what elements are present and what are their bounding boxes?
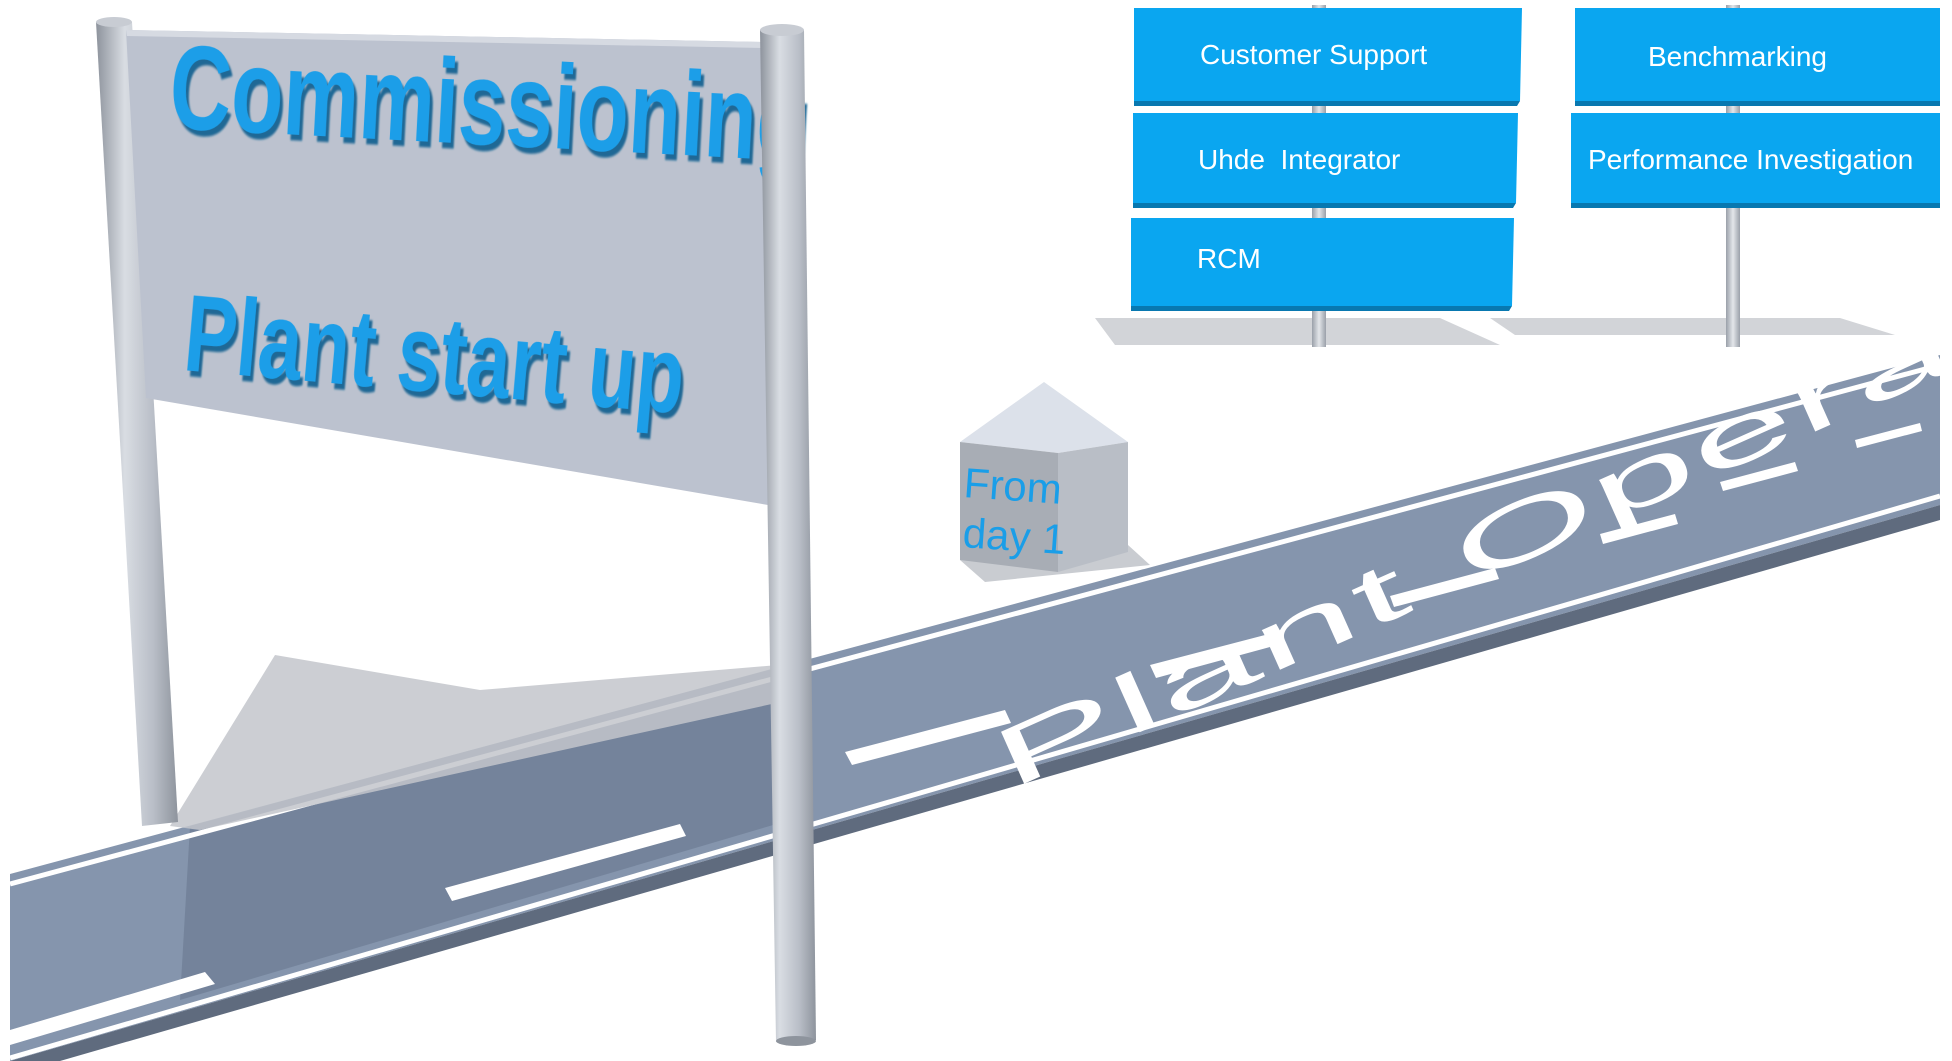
board-face bbox=[1575, 8, 1940, 101]
board-edge bbox=[1131, 306, 1512, 311]
road-dash bbox=[1855, 423, 1922, 448]
road-edge-bottom bbox=[9, 493, 1941, 1061]
road-dash bbox=[445, 824, 686, 901]
main-sign-pole-left bbox=[96, 22, 178, 826]
main-sign-pole-right-cap bbox=[760, 24, 804, 36]
board-face bbox=[1134, 8, 1522, 101]
signpost-left-shadow bbox=[1095, 318, 1500, 345]
board-label: RCM bbox=[1197, 243, 1261, 274]
road-dash bbox=[1600, 514, 1678, 544]
board-label: Customer Support bbox=[1200, 39, 1427, 70]
signpost-right-shadow bbox=[1490, 318, 1895, 335]
main-sign: Commissioning Plant start up bbox=[96, 17, 816, 1046]
board-label: Benchmarking bbox=[1648, 41, 1827, 72]
signpost-left: Customer Support Uhde Integrator RCM bbox=[1131, 5, 1522, 347]
board-label: Performance Investigation bbox=[1588, 144, 1913, 175]
milestone-line1: From bbox=[962, 459, 1063, 513]
milestone-side bbox=[1058, 442, 1128, 572]
main-sign-line1: Commissioning bbox=[167, 21, 813, 188]
board-face bbox=[1133, 113, 1518, 203]
board-edge bbox=[1575, 101, 1940, 106]
board-rcm: RCM bbox=[1131, 218, 1514, 311]
road-center-dashes bbox=[10, 423, 1922, 1045]
board-uhde-integrator: Uhde Integrator bbox=[1133, 113, 1518, 208]
milestone-marker: From day 1 bbox=[960, 382, 1150, 582]
road-dash bbox=[1150, 635, 1270, 678]
main-sign-pole-right bbox=[760, 30, 816, 1042]
main-sign-shadow bbox=[170, 655, 790, 830]
board-customer-support: Customer Support bbox=[1134, 8, 1522, 106]
board-edge bbox=[1133, 203, 1516, 208]
main-sign-pole-left-cap bbox=[96, 17, 132, 27]
road-dash bbox=[10, 972, 215, 1045]
road-shade bbox=[180, 664, 790, 1000]
main-sign-panel-edge bbox=[126, 30, 765, 48]
signpost-right: Benchmarking Performance Investigation bbox=[1571, 5, 1940, 347]
board-face bbox=[1131, 218, 1514, 306]
milestone-face bbox=[960, 442, 1058, 572]
board-edge bbox=[1571, 203, 1940, 208]
road-dash bbox=[845, 710, 1011, 765]
board-edge bbox=[1134, 101, 1520, 106]
road-dash bbox=[1720, 462, 1798, 491]
milestone-roof bbox=[960, 382, 1128, 453]
main-sign-panel bbox=[126, 30, 768, 505]
main-sign-pole-right-base bbox=[776, 1036, 816, 1046]
board-face bbox=[1571, 113, 1940, 203]
board-performance-investigation: Performance Investigation bbox=[1571, 113, 1940, 208]
road-side bbox=[10, 505, 1940, 1061]
board-benchmarking: Benchmarking bbox=[1575, 8, 1940, 106]
board-label: Uhde Integrator bbox=[1198, 144, 1400, 175]
milestone-line2: day 1 bbox=[961, 509, 1067, 563]
road-dash bbox=[1390, 568, 1499, 607]
